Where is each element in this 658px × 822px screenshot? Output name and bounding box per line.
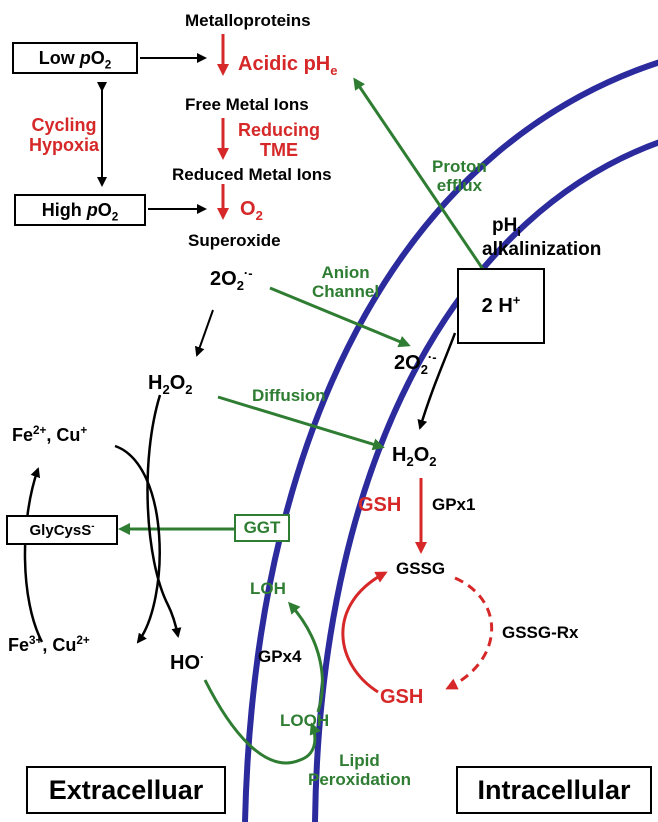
arrow-ho-to-looh [203,679,321,765]
alkalinization-label: alkalinization [482,239,602,260]
arrow-gsh-to-gssg [341,571,388,694]
reducing-tme-label: Reducing TME [238,120,321,160]
lipid-peroxidation-label: Lipid Peroxidation [308,751,411,789]
arrow-fe3-to-fe2 [23,467,44,643]
superoxide-int-label: 2O2·- [394,349,437,377]
metalloproteins-label: Metalloproteins [185,11,311,30]
extracellular-box: Extracelluar [26,766,226,814]
fe2-cu-label: Fe2+, Cu+ [12,424,88,445]
extracellular-label: Extracelluar [48,774,204,805]
intracellular-label: Intracellular [477,774,631,805]
two-h-text: 2 H+ [481,291,521,317]
free-metal-ions-label: Free Metal Ions [185,95,309,114]
loh-label: LOH [250,579,286,598]
h2o2-int-label: H2O2 [392,444,437,469]
high-po2-box: High pO2 [14,194,146,226]
diffusion-label: Diffusion [252,386,326,405]
looh-label: LOOH [280,711,330,730]
arrow-fenton-h2o2-to-ho [146,394,182,638]
ggt-text: GGT [243,518,281,537]
glycyss-box: GlyCysS- [6,515,118,545]
glycyss-text: GlyCysS- [29,520,95,539]
arrow-looh-to-loh [288,601,324,713]
gpx1-label: GPx1 [432,495,476,514]
gssg-label: GSSG [396,559,446,578]
fe3-cu-label: Fe3+, Cu2+ [8,634,90,655]
o2-label: O2 [240,198,263,223]
superoxide-label: Superoxide [188,231,281,250]
arrow-proton-efflux [353,77,497,288]
gpx4-label: GPx4 [258,647,302,666]
arrow-anion-channel [269,286,411,348]
reduced-metal-ions-label: Reduced Metal Ions [172,165,332,184]
gsh-top-label: GSH [358,494,402,516]
arrow-diffusion [217,395,385,451]
gsh-bottom-label: GSH [380,686,424,708]
proton-efflux-label: Proton efflux [432,157,487,195]
gssg-rx-label: GSSG-Rx [502,623,579,642]
superoxide-ext-label: 2O2·- [210,265,253,293]
arrow-2h-to-h2o2 [417,332,457,430]
inner-membrane [312,139,658,822]
hydroxyl-radical-label: HO· [170,649,205,674]
arrow-fe2-to-fe3 [114,444,161,644]
h2o2-ext-label: H2O2 [148,372,193,397]
anion-channel-label: Anion Channel [312,263,380,301]
outer-membrane [242,59,658,822]
ggt-box: GGT [234,514,290,542]
low-po2-text: Low pO2 [38,47,112,72]
cycling-hypoxia-label: Cycling Hypoxia [28,115,100,155]
phi-label: pHi [492,215,521,239]
arrow-superoxide-to-h2o2 [194,309,214,357]
acidic-phe-label: Acidic pHe [238,53,338,78]
low-po2-box: Low pO2 [12,42,138,74]
two-h-box: 2 H+ [457,268,545,344]
intracellular-box: Intracellular [456,766,652,814]
high-po2-text: High pO2 [41,199,119,224]
arrow-gssg-to-gsh [445,576,494,690]
